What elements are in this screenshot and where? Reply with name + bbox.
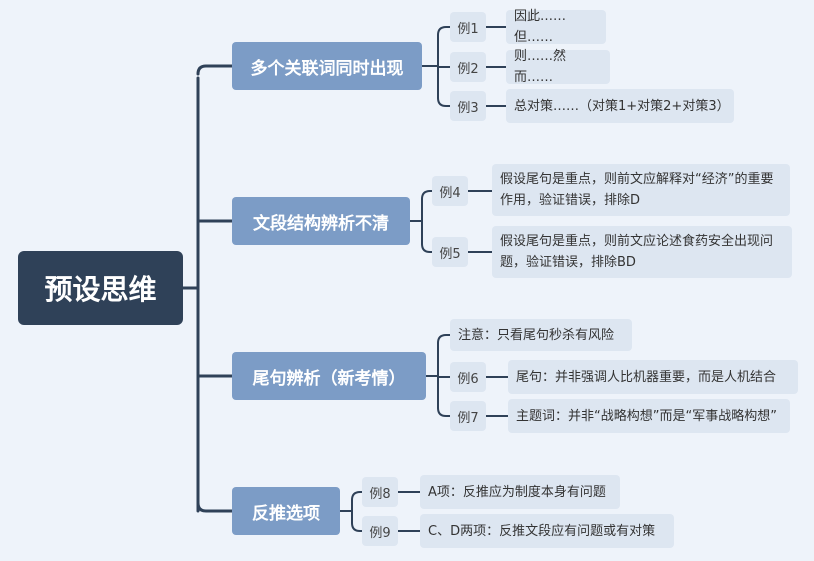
branch-multiple-conjunctions[interactable]: 多个关联词同时出现 bbox=[232, 42, 422, 90]
example-tag-4[interactable]: 例4 bbox=[432, 176, 468, 206]
connector-2 bbox=[196, 64, 234, 76]
example-text-2[interactable]: 则……然而…… bbox=[506, 49, 610, 85]
example-tag-2[interactable]: 例2 bbox=[450, 52, 486, 82]
example-text-1[interactable]: 因此……但…… bbox=[506, 9, 606, 45]
branch-reverse-options[interactable]: 反推选项 bbox=[232, 487, 340, 535]
example-text-3[interactable]: 总对策……（对策1+对策2+对策3） bbox=[506, 89, 734, 123]
branch-structure-analysis[interactable]: 文段结构辨析不清 bbox=[232, 197, 410, 245]
connector-14 bbox=[421, 243, 433, 253]
example-text-9[interactable]: C、D两项：反推文段应有问题或有对策 bbox=[420, 514, 674, 548]
example-tag-8[interactable]: 例8 bbox=[362, 477, 398, 507]
example-tag-6[interactable]: 例6 bbox=[450, 362, 486, 392]
connector-5 bbox=[196, 501, 234, 513]
branch-tail-sentence[interactable]: 尾句辨析（新考情） bbox=[232, 352, 426, 400]
example-tag-9[interactable]: 例9 bbox=[362, 516, 398, 546]
example-text-8[interactable]: A项：反推应为制度本身有问题 bbox=[420, 475, 620, 509]
example-text-4[interactable]: 假设尾句是重点，则前文应解释对“经济”的重要作用，验证错误，排除D bbox=[492, 164, 790, 216]
connector-10 bbox=[437, 97, 451, 107]
connector-8 bbox=[437, 26, 451, 36]
example-text-7[interactable]: 主题词：并非“战略构想”而是“军事战略构想” bbox=[508, 399, 790, 433]
example-tag-3[interactable]: 例3 bbox=[450, 91, 486, 121]
connector-13 bbox=[421, 190, 433, 200]
connector-17 bbox=[437, 334, 451, 344]
connector-22 bbox=[351, 491, 363, 501]
example-text-6[interactable]: 尾句：并非强调人比机器重要，而是人机结合 bbox=[508, 360, 798, 394]
note-text[interactable]: 注意：只看尾句秒杀有风险 bbox=[450, 319, 632, 351]
example-text-5[interactable]: 假设尾句是重点，则前文应论述食药安全出现问题，验证错误，排除BD bbox=[492, 226, 792, 278]
example-tag-1[interactable]: 例1 bbox=[450, 12, 486, 42]
root-node[interactable]: 预设思维 bbox=[18, 251, 183, 325]
connector-19 bbox=[437, 407, 451, 417]
example-tag-7[interactable]: 例7 bbox=[450, 401, 486, 431]
connector-23 bbox=[351, 522, 363, 532]
example-tag-5[interactable]: 例5 bbox=[432, 237, 468, 267]
